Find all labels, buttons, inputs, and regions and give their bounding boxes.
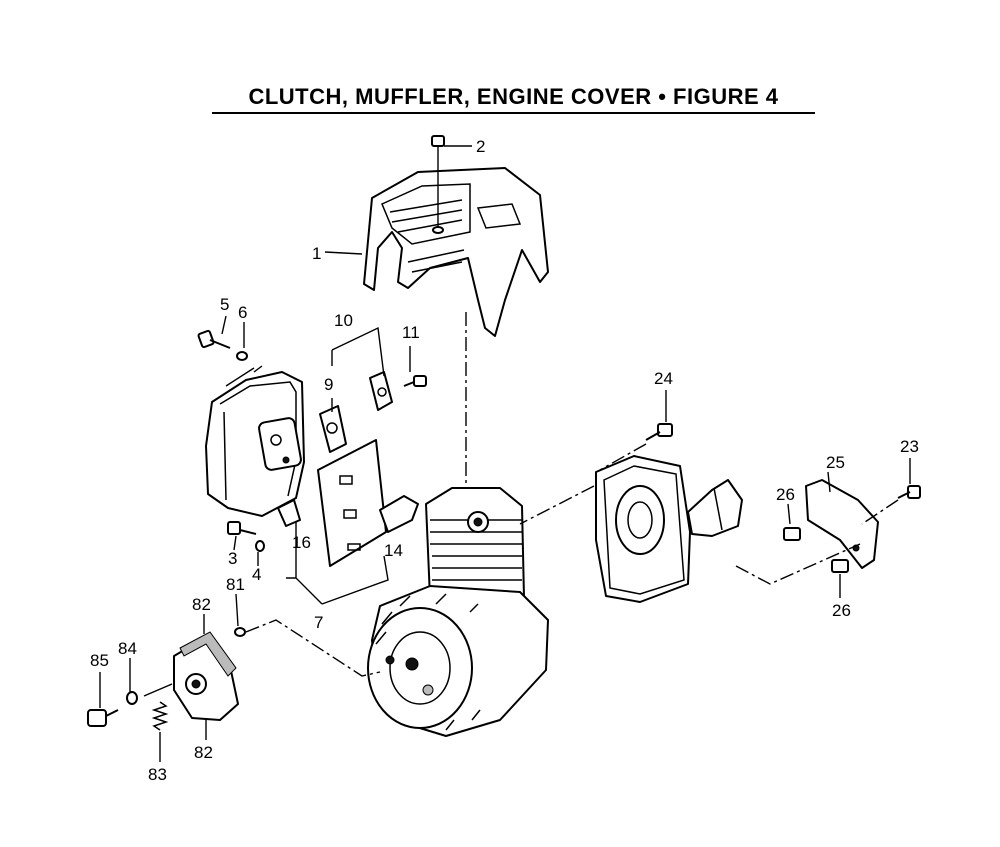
callout-82-lower: 82: [194, 743, 213, 762]
bolt-part-23: [897, 485, 921, 499]
crankcase-and-flywheel: [367, 585, 549, 737]
callout-11: 11: [402, 323, 420, 342]
engine-cylinder: [425, 487, 525, 617]
gasket-part-9: [319, 405, 347, 453]
callout-26-upper: 26: [776, 485, 795, 504]
callout-25: 25: [826, 453, 845, 472]
callout-3: 3: [228, 549, 237, 568]
callout-82-upper: 82: [192, 595, 211, 614]
callout-26-lower: 26: [832, 601, 851, 620]
callout-1: 1: [312, 244, 321, 263]
callout-16: 16: [292, 533, 311, 552]
spring-part-83: [151, 701, 169, 731]
washer-part-4: [255, 540, 265, 552]
callout-9: 9: [324, 375, 333, 394]
callout-5: 5: [220, 295, 229, 314]
callout-83: 83: [148, 765, 167, 784]
bolt-part-24: [645, 423, 673, 441]
callout-6: 6: [238, 303, 247, 322]
muffler: [205, 371, 305, 517]
washer-part-84: [126, 691, 138, 705]
screw-part-2: [431, 135, 445, 234]
figure-title: CLUTCH, MUFFLER, ENGINE COVER • FIGURE 4: [212, 84, 815, 114]
bracket-part-10: [369, 371, 393, 411]
bolt-part-5: [197, 329, 231, 349]
callout-7: 7: [314, 613, 323, 632]
callout-84: 84: [118, 639, 137, 658]
plate-part-16: [317, 439, 387, 567]
callout-23: 23: [900, 437, 919, 456]
engine-cover: [363, 167, 549, 337]
recoil-starter: [595, 455, 743, 603]
gasket-part-14: [379, 495, 419, 533]
clutch-shoe-assembly: [173, 631, 239, 721]
washer-part-81: [234, 627, 246, 637]
callout-2: 2: [476, 137, 485, 156]
washer-part-6: [236, 351, 248, 361]
nut-part-26-lower: [831, 559, 849, 573]
callout-4: 4: [252, 565, 261, 584]
callout-24: 24: [654, 369, 673, 388]
bolt-part-85: [87, 709, 119, 727]
callout-labels: 2 1 5 6 10 11 9 24 23 25 26 26 16 14 3 4…: [90, 137, 919, 784]
nut-part-26-upper: [783, 527, 801, 541]
callout-10: 10: [334, 311, 353, 330]
bracket-part-25: [805, 479, 879, 569]
callout-14: 14: [384, 541, 403, 560]
bolt-part-11: [403, 375, 427, 387]
callout-81: 81: [226, 575, 245, 594]
bolt-part-3: [227, 521, 257, 535]
callout-85: 85: [90, 651, 109, 670]
